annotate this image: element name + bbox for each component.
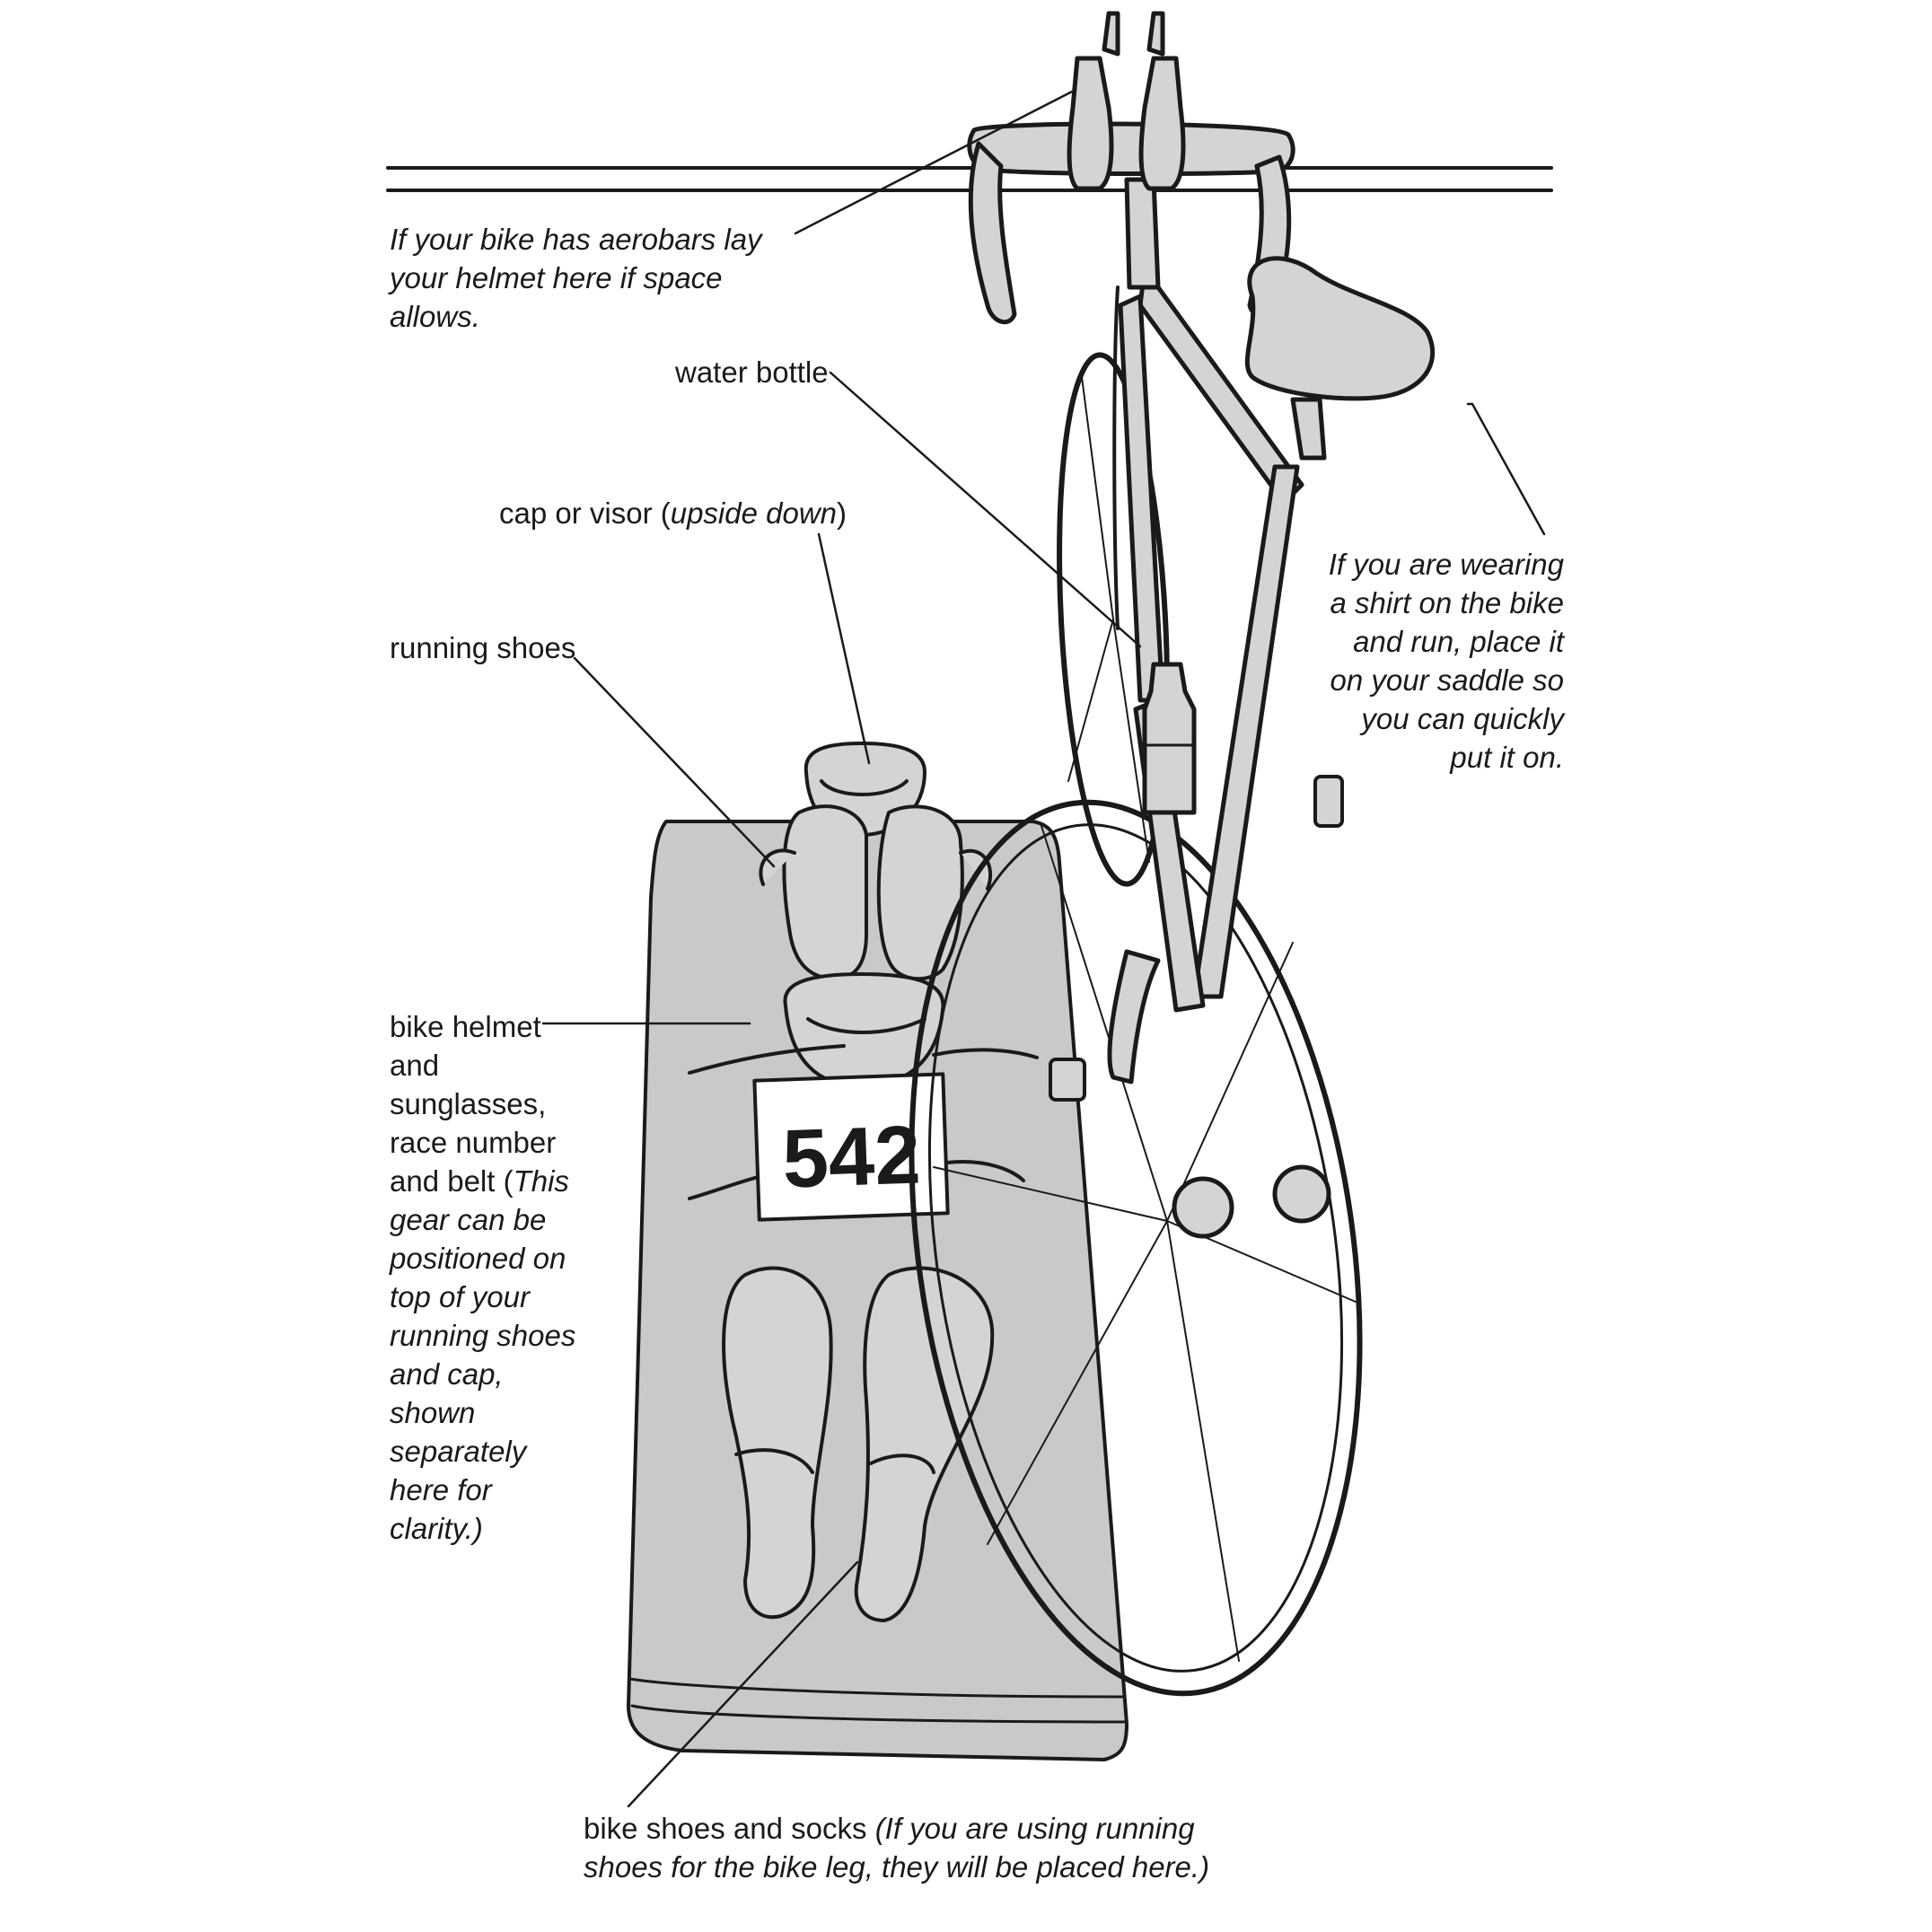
race-number-text: 542 — [781, 1109, 922, 1205]
running-shoes-callout-text: running shoes — [390, 631, 576, 664]
water-bottle-callout: water bottle — [675, 353, 855, 391]
pedal-icon — [1049, 1058, 1086, 1102]
running-shoes-icon — [759, 804, 993, 981]
rear-wheel — [909, 799, 1363, 1697]
aerobars-callout: If your bike has aerobars lay your helme… — [390, 220, 821, 336]
running-shoes-callout: running shoes — [390, 628, 605, 667]
helmet-callout: bike helmet and sunglasses, race number … — [390, 1007, 587, 1548]
water-bottle-callout-text: water bottle — [675, 356, 829, 389]
shirt-callout: If you are wearing a shirt on the bike a… — [1313, 545, 1564, 777]
bike-shoes-callout: bike shoes and socks (If you are using r… — [584, 1809, 1266, 1886]
bike-shoes-callout-text: bike shoes and socks — [584, 1812, 875, 1845]
aerobars-callout-text: If your bike has aerobars lay your helme… — [390, 223, 762, 333]
leader-lines — [541, 88, 1546, 1808]
cap-callout: cap or visor (upside down) — [499, 494, 858, 532]
cap-callout-emphasis: upside down — [670, 496, 838, 530]
cap-callout-close: ) — [837, 496, 847, 530]
bike-shoes-callout-emphasis: (If you are using running shoes for the … — [584, 1812, 1210, 1884]
shirt-callout-text: If you are wearing a shirt on the bike a… — [1328, 548, 1564, 774]
pedal-icon — [1313, 775, 1344, 828]
cap-callout-text: cap or visor ( — [499, 496, 671, 530]
bicycle — [909, 11, 1436, 1697]
helmet-callout-emphasis: This gear can be positioned on top of yo… — [390, 1164, 576, 1545]
front-wheel — [1057, 352, 1170, 887]
saddle-icon — [1244, 256, 1436, 461]
helmet-callout-text: bike helmet and sunglasses, race number … — [390, 1010, 557, 1198]
bike-shoes-and-socks-icon — [722, 1266, 995, 1622]
race-number-bib — [752, 1072, 950, 1222]
water-bottle-icon — [1142, 662, 1197, 815]
